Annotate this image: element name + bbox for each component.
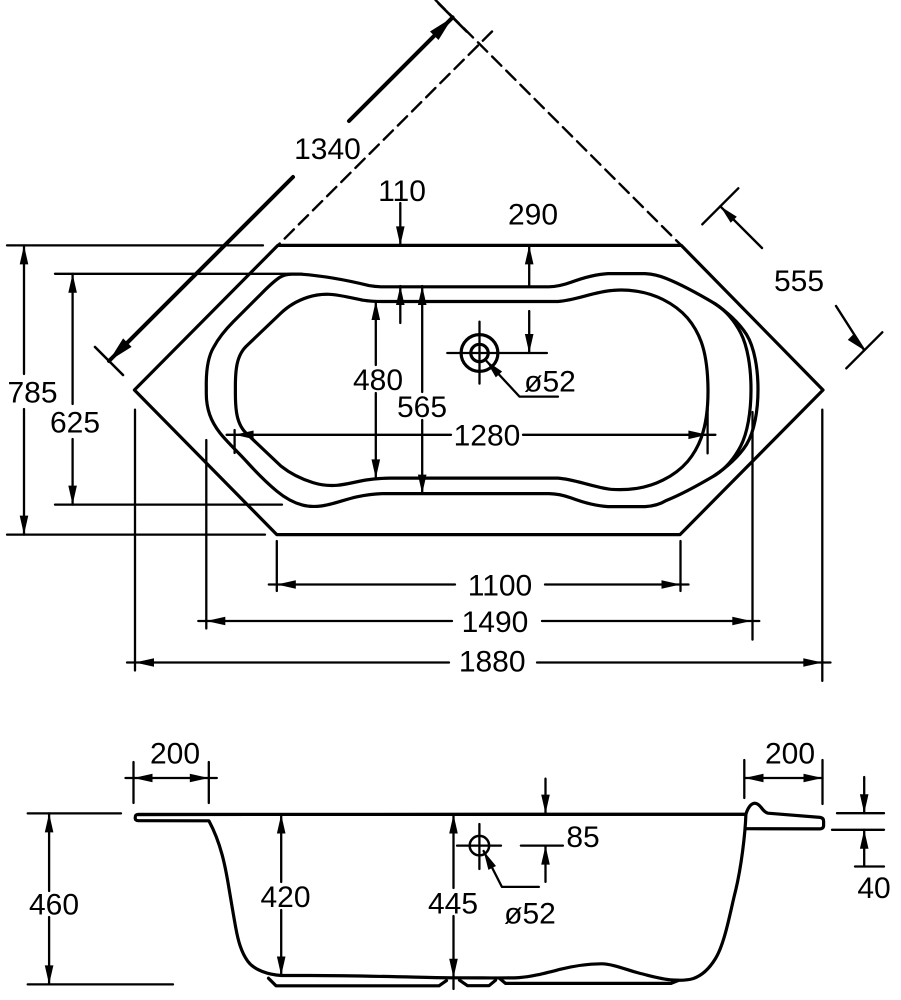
svg-text:ø52: ø52 <box>504 897 556 930</box>
svg-text:1280: 1280 <box>454 420 521 453</box>
svg-text:555: 555 <box>774 265 824 298</box>
svg-text:420: 420 <box>260 881 310 914</box>
svg-text:200: 200 <box>765 737 815 770</box>
svg-text:480: 480 <box>353 364 403 397</box>
svg-text:1100: 1100 <box>468 569 533 602</box>
svg-text:290: 290 <box>508 198 558 231</box>
svg-text:460: 460 <box>29 888 79 921</box>
svg-text:785: 785 <box>7 376 57 409</box>
svg-text:110: 110 <box>378 175 426 208</box>
svg-text:40: 40 <box>857 872 890 905</box>
svg-text:200: 200 <box>150 737 200 770</box>
svg-text:1340: 1340 <box>294 133 361 166</box>
svg-text:1490: 1490 <box>462 606 529 639</box>
svg-text:ø52: ø52 <box>524 366 576 399</box>
svg-text:445: 445 <box>428 887 478 920</box>
svg-text:625: 625 <box>50 406 100 439</box>
svg-text:565: 565 <box>397 391 447 424</box>
svg-text:85: 85 <box>566 821 599 854</box>
svg-text:1880: 1880 <box>459 645 526 678</box>
